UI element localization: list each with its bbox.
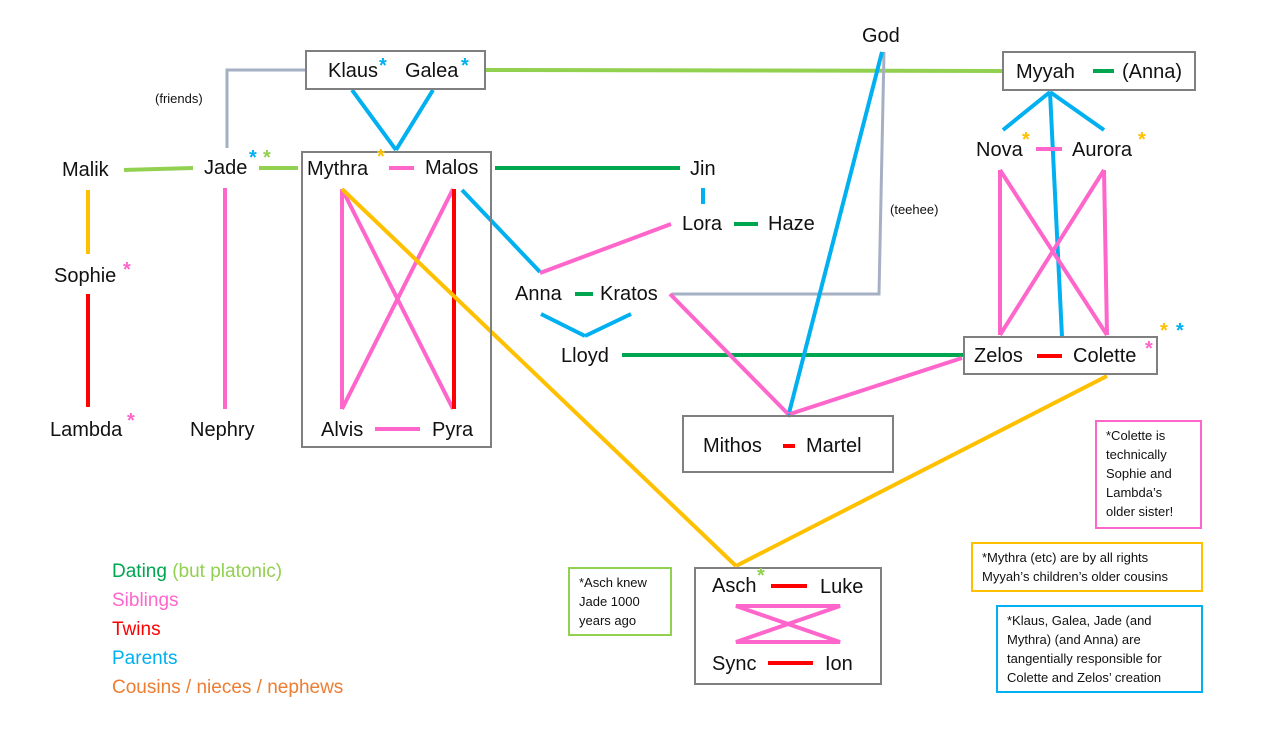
line-sib-malos-alvis	[340, 188, 455, 410]
person-haze: Haze	[768, 213, 815, 235]
person-kratos: Kratos	[600, 283, 658, 305]
legend-parents: Parents	[112, 648, 178, 669]
asterisk-nova: *	[1022, 129, 1030, 151]
asterisk-galea: *	[461, 55, 469, 77]
asterisk-jade-blue: *	[249, 147, 257, 169]
klaus-galea-box	[305, 50, 486, 90]
person-aurora: Aurora	[1072, 139, 1133, 161]
line-parent-myyah-nova	[1001, 90, 1052, 132]
line-cousin-colette-asch	[735, 374, 1108, 568]
person-anna: Anna	[515, 283, 562, 305]
asch-family-box	[694, 567, 882, 685]
line-klaus-jade-friends	[225, 68, 305, 148]
asterisk-mythra: *	[377, 146, 385, 168]
asch-note: *Asch knew Jade 1000 years ago	[568, 567, 672, 636]
person-mithos: Mithos	[703, 435, 762, 457]
person-lora: Lora	[682, 213, 723, 235]
line-parent-galea	[394, 88, 435, 152]
line-cousin-mythra-asch	[340, 187, 738, 568]
person-jin: Jin	[690, 158, 716, 180]
person-malik: Malik	[62, 159, 109, 181]
line-sib-aurora-colette	[1102, 169, 1109, 336]
line-parent-myyah-aurora	[1048, 90, 1106, 132]
legend-siblings: Siblings	[112, 590, 179, 611]
asterisk-asch: *	[757, 565, 765, 587]
person-alvis: Alvis	[321, 419, 364, 441]
person-mythra: Mythra	[307, 158, 369, 180]
person-malos: Malos	[425, 157, 479, 179]
line-sib-lora-anna	[539, 222, 672, 275]
asterisk-aurora: *	[1138, 129, 1146, 151]
legend-platonic: (but platonic)	[172, 561, 283, 582]
teehee-annotation: (teehee)	[890, 202, 939, 217]
person-lloyd: Lloyd	[561, 345, 609, 367]
person-lambda: Lambda	[50, 419, 123, 441]
line-malik-jade	[123, 166, 194, 172]
mithos-martel-box	[682, 415, 894, 473]
legend-dating: Dating	[112, 561, 167, 582]
line-parent-anna-lloyd	[540, 312, 586, 338]
person-galea: Galea	[405, 60, 459, 82]
legend-twins: Twins	[112, 619, 161, 640]
person-pyra: Pyra	[432, 419, 474, 441]
asterisk-lambda: *	[127, 410, 135, 432]
zelos-colette-box	[963, 336, 1158, 375]
person-colette: Colette	[1073, 345, 1137, 367]
friends-annotation: (friends)	[155, 91, 203, 106]
person-martel: Martel	[806, 435, 862, 457]
asterisk-box-gold: *	[1160, 320, 1168, 342]
line-sib-kratos-mithos	[668, 292, 790, 416]
asterisk-box-blue: *	[1176, 320, 1184, 342]
person-sophie: Sophie	[54, 265, 117, 287]
asterisk-jade-green: *	[263, 147, 271, 169]
person-luke: Luke	[820, 576, 864, 598]
line-sib-aurora-zelos	[998, 168, 1106, 337]
line-god-kratos	[672, 51, 886, 296]
person-myyah: Myyah	[1016, 61, 1075, 83]
person-sync: Sync	[712, 653, 757, 675]
legend-cousins: Cousins / nieces / nephews	[112, 677, 344, 698]
asterisk-colette-pink: *	[1145, 338, 1153, 360]
myyah-box	[1002, 51, 1196, 91]
colette-note: *Colette is technically Sophie and Lambd…	[1095, 420, 1202, 529]
person-nephry: Nephry	[190, 419, 255, 441]
person-anna-paren: (Anna)	[1122, 61, 1183, 83]
person-zelos: Zelos	[974, 345, 1023, 367]
person-god: God	[862, 25, 900, 47]
line-parent-kratos-lloyd	[584, 312, 632, 338]
asterisk-klaus: *	[379, 55, 387, 77]
line-klaus-myyah	[485, 68, 1003, 73]
legend-dating-row: Dating (but platonic)	[112, 561, 282, 583]
line-sib-asch-luke-sync-ion	[735, 604, 841, 644]
person-asch: Asch	[712, 575, 757, 597]
person-nova: Nova	[976, 139, 1023, 161]
person-jade: Jade	[204, 157, 248, 179]
line-parent-myyah-colette	[1048, 91, 1064, 338]
line-parent-klaus	[350, 88, 398, 152]
line-sib-zelos-mithos	[789, 356, 963, 416]
klaus-note: *Klaus, Galea, Jade (and Mythra) (and An…	[996, 605, 1203, 693]
line-parent-god-mithos	[786, 51, 884, 418]
asterisk-sophie: *	[123, 259, 131, 281]
person-klaus: Klaus	[328, 60, 379, 82]
mythra-family-box	[301, 151, 492, 448]
mythra-note: *Mythra (etc) are by all rights Myyah’s …	[971, 542, 1203, 592]
line-parent-malos-anna	[460, 188, 542, 274]
person-ion: Ion	[825, 653, 853, 675]
